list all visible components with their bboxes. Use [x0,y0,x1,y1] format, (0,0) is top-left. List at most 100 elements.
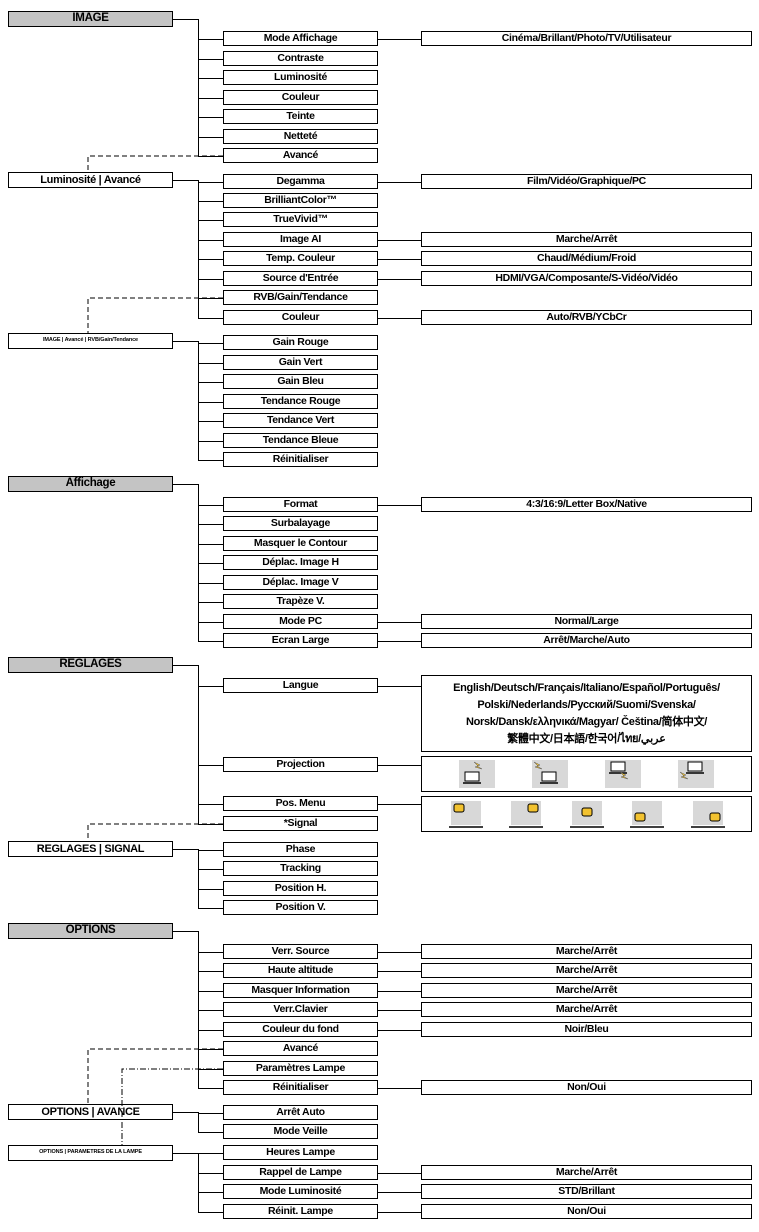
menu-item-couleur[interactable]: Couleur [223,310,378,325]
connector-line [378,278,421,280]
connector-line [173,1153,198,1154]
menu-item-truevivid[interactable]: TrueVivid™ [223,212,378,227]
menu-item-contraste[interactable]: Contraste [223,51,378,66]
menu-item-mode-pc[interactable]: Mode PC [223,614,378,629]
menu-item-luminosite[interactable]: Luminosité [223,70,378,85]
menu-item-projection[interactable]: Projection [223,757,378,772]
menu-item-trapeze-v[interactable]: Trapèze V. [223,594,378,609]
connector-line [198,381,223,383]
link-avance-to-luminosite [87,155,223,172]
menu-item-heures-lampe[interactable]: Heures Lampe [223,1145,378,1160]
menu-item-masquer-information[interactable]: Masquer Information [223,983,378,998]
menu-item-tendance-vert[interactable]: Tendance Vert [223,413,378,428]
menu-item-image-ai[interactable]: Image AI [223,232,378,247]
option-ecran-large: Arrêt/Marche/Auto [421,633,752,648]
projection-rear-desk-icon[interactable] [532,760,568,788]
connector-line [198,907,223,909]
menu-item-position-h[interactable]: Position H. [223,881,378,896]
menu-item-mode-luminosite[interactable]: Mode Luminosité [223,1184,378,1199]
menu-item-format[interactable]: Format [223,497,378,512]
menu-item-nettete[interactable]: Netteté [223,129,378,144]
menu-pos-bottom-right-icon[interactable] [690,799,725,829]
connector-line [198,258,223,260]
menu-item-tracking[interactable]: Tracking [223,861,378,876]
menu-item-masquer-le-contour[interactable]: Masquer le Contour [223,536,378,551]
connector-line [173,19,198,20]
connector-line [198,1191,223,1193]
section-lamp-settings[interactable]: OPTIONS | PARAMETRES DE LA LAMPE [8,1145,173,1161]
section-image-rgb[interactable]: IMAGE | Avancé | RVB/Gain/Tendance [8,333,173,349]
connector-line [378,765,421,766]
menu-item-reinitialiser[interactable]: Réinitialiser [223,1080,378,1095]
menu-item-couleur[interactable]: Couleur [223,90,378,105]
connector-line [198,97,223,99]
menu-item-tendance-rouge[interactable]: Tendance Rouge [223,394,378,409]
option-mode-affichage: Cinéma/Brillant/Photo/TV/Utilisateur [421,31,752,46]
menu-item-avance[interactable]: Avancé [223,1041,378,1056]
menu-item-temp-couleur[interactable]: Temp. Couleur [223,251,378,266]
menu-item-deplac-image-v[interactable]: Déplac. Image V [223,575,378,590]
menu-item-couleur-du-fond[interactable]: Couleur du fond [223,1022,378,1037]
menu-item-mode-veille[interactable]: Mode Veille [223,1124,378,1139]
section-options[interactable]: OPTIONS [8,923,173,939]
connector-line [198,420,223,422]
menu-item-avance[interactable]: Avancé [223,148,378,163]
menu-item-mode-affichage[interactable]: Mode Affichage [223,31,378,46]
menu-pos-top-right-icon[interactable] [509,799,543,829]
connector-line [173,484,198,485]
menu-item-tendance-bleue[interactable]: Tendance Bleue [223,433,378,448]
connector-line [378,1009,421,1011]
connector-line [198,621,223,623]
menu-item-reinit-lampe[interactable]: Réinit. Lampe [223,1204,378,1219]
section-signal[interactable]: REGLAGES | SIGNAL [8,841,173,857]
menu-item-langue[interactable]: Langue [223,678,378,693]
option-verr-clavier: Marche/Arrêt [421,1002,752,1017]
menu-pos-bottom-left-icon[interactable] [630,799,664,829]
section-settings[interactable]: REGLAGES [8,657,173,673]
connector-line [198,1131,223,1133]
menu-item-source-d-entree[interactable]: Source d'Entrée [223,271,378,286]
menu-item-gain-rouge[interactable]: Gain Rouge [223,335,378,350]
connector-line [198,181,223,183]
connector-line [378,686,421,687]
section-options-advanced[interactable]: OPTIONS | AVANCE [8,1104,173,1120]
menu-item-rappel-de-lampe[interactable]: Rappel de Lampe [223,1165,378,1180]
menu-item-haute-altitude[interactable]: Haute altitude [223,963,378,978]
projection-rear-ceiling-icon[interactable] [678,760,714,788]
menu-item-phase[interactable]: Phase [223,842,378,857]
menu-item-reinitialiser[interactable]: Réinitialiser [223,452,378,467]
menu-item-gain-vert[interactable]: Gain Vert [223,355,378,370]
section-display[interactable]: Affichage [8,476,173,492]
connector-line [378,239,421,241]
option-pos-menu [421,796,752,832]
menu-item-arret-auto[interactable]: Arrêt Auto [223,1105,378,1120]
menu-item-deplac-image-h[interactable]: Déplac. Image H [223,555,378,570]
option-image-ai: Marche/Arrêt [421,232,752,247]
menu-item-pos-menu[interactable]: Pos. Menu [223,796,378,811]
menu-item-degamma[interactable]: Degamma [223,174,378,189]
menu-item-rvb-gain-tendance[interactable]: RVB/Gain/Tendance [223,290,378,305]
menu-item-verr-source[interactable]: Verr. Source [223,944,378,959]
section-image-advanced[interactable]: Luminosité | Avancé [8,172,173,188]
menu-item-ecran-large[interactable]: Ecran Large [223,633,378,648]
option-couleur: Auto/RVB/YCbCr [421,310,752,325]
menu-item-verr-clavier[interactable]: Verr.Clavier [223,1002,378,1017]
menu-item-parametres-lampe[interactable]: Paramètres Lampe [223,1061,378,1076]
projection-front-ceiling-icon[interactable] [605,760,641,788]
link-lamp-to-lamp-group [121,1068,223,1145]
connector-line [198,440,223,442]
menu-item-brilliantcolor[interactable]: BrilliantColor™ [223,193,378,208]
menu-pos-center-icon[interactable] [569,799,604,829]
connector-line [198,601,223,603]
projection-front-desk-icon[interactable] [459,760,495,788]
connector-spine [198,180,199,319]
connector-spine [198,341,199,461]
menu-item-gain-bleu[interactable]: Gain Bleu [223,374,378,389]
menu-item-signal[interactable]: *Signal [223,816,378,831]
menu-item-teinte[interactable]: Teinte [223,109,378,124]
menu-item-position-v[interactable]: Position V. [223,900,378,915]
link-avance-to-options-advanced [87,1048,223,1104]
menu-pos-top-left-icon[interactable] [448,799,483,829]
section-image[interactable]: IMAGE [8,11,173,27]
menu-item-surbalayage[interactable]: Surbalayage [223,516,378,531]
